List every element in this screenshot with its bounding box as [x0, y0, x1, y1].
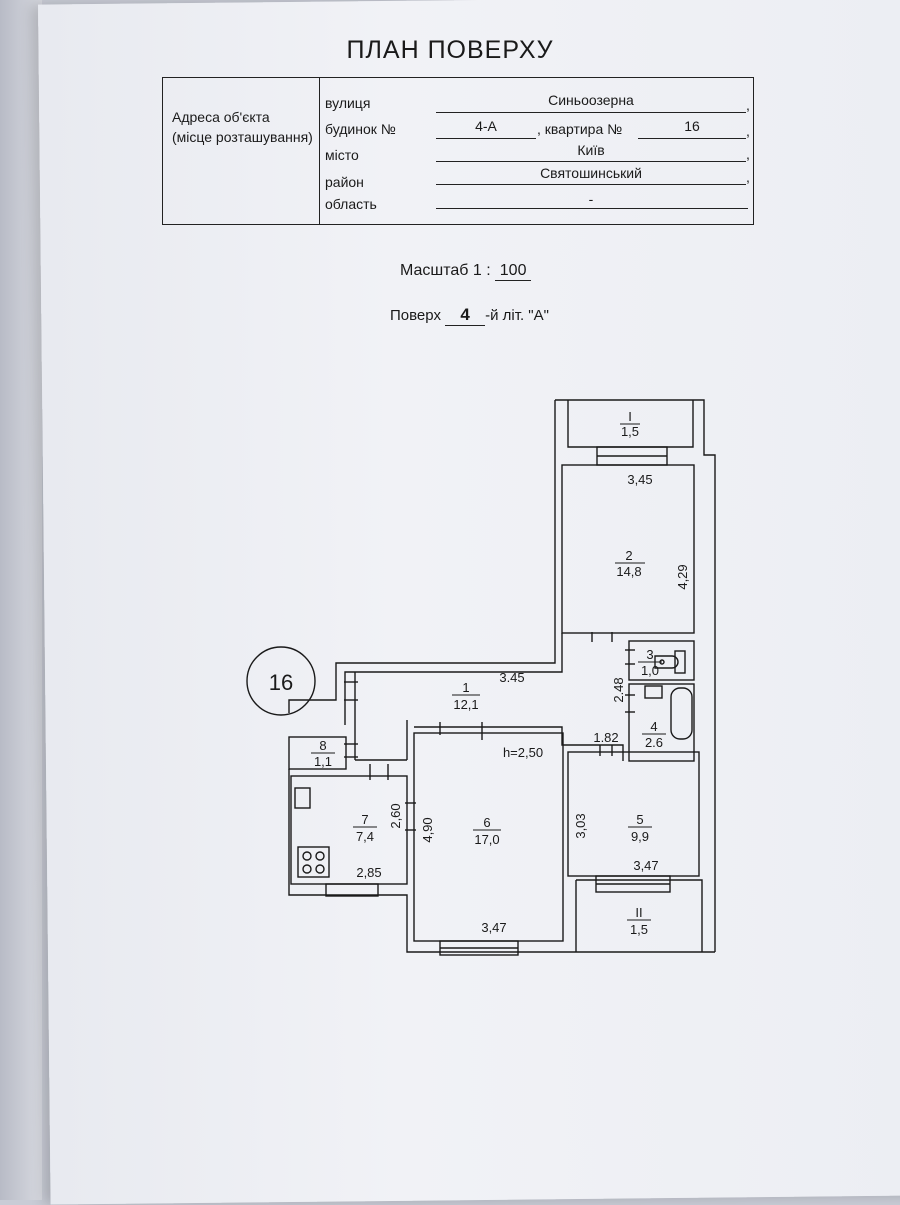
page-title: ПЛАН ПОВЕРХУ	[346, 36, 554, 64]
room-4-area: 2.6	[645, 735, 663, 750]
apartment-number: 16	[269, 670, 293, 695]
district-label: район	[325, 174, 364, 190]
room-2-area: 14,8	[616, 564, 641, 579]
dim-room6-width: 3,47	[481, 920, 506, 935]
street-label: вулиця	[325, 95, 371, 111]
room-8-num: 8	[319, 738, 326, 753]
scale-line: Масштаб 1 : 100	[400, 262, 532, 281]
room-II-num: II	[635, 905, 642, 920]
room-8-area: 1,1	[314, 754, 332, 769]
address-table	[162, 77, 754, 225]
dim-corridor: 1.82	[593, 730, 618, 745]
building-value: 4-А	[475, 118, 497, 134]
room-5-num: 5	[636, 812, 643, 827]
wall-room-8	[288, 736, 347, 770]
city-label: місто	[325, 147, 359, 163]
room-6-num: 6	[483, 815, 490, 830]
scale-value: 100	[495, 262, 532, 281]
room-3-num: 3	[646, 647, 653, 662]
toilet-icon	[654, 655, 679, 669]
room-I-num: I	[628, 409, 632, 424]
room-7-num: 7	[361, 812, 368, 827]
dim-room7-height: 2,60	[388, 803, 403, 828]
room-1-num: 1	[462, 680, 469, 695]
room-1-area: 12,1	[453, 697, 478, 712]
wall-room-3	[628, 640, 695, 681]
apartment-label: , квартира №	[537, 121, 623, 137]
floor-value: 4	[445, 305, 486, 326]
sink-kitchen-icon	[294, 787, 311, 809]
wall-room-7	[290, 775, 408, 885]
region-value: -	[588, 191, 594, 207]
district-value: Святошинський	[540, 165, 642, 181]
wall-room-4	[628, 683, 695, 762]
dim-room1-height: 2.48	[611, 677, 626, 702]
room-6-area: 17,0	[474, 832, 499, 847]
dim-room6-height: 4,90	[420, 817, 435, 842]
room-5-area: 9,9	[631, 829, 649, 844]
dim-room7-width: 2,85	[356, 865, 381, 880]
bathtub-icon	[670, 687, 693, 740]
room-II-area: 1,5	[630, 922, 648, 937]
apartment-value: 16	[684, 118, 700, 134]
page-edge	[0, 0, 42, 1200]
dim-room1-width: 3.45	[499, 670, 524, 685]
wall-outer	[555, 399, 716, 952]
room-3-area: 1,0	[641, 663, 659, 678]
address-label: Адреса об'єкта (місце розташування)	[172, 109, 313, 145]
apartment-number-circle	[246, 646, 316, 716]
sink-icon	[644, 685, 663, 699]
street-value: Синьоозерна	[548, 92, 634, 108]
dim-room5-height: 3,03	[573, 813, 588, 838]
stove-icon	[297, 846, 330, 878]
ceiling-height: h=2,50	[503, 745, 543, 760]
room-2-num: 2	[625, 548, 632, 563]
dim-room2-height: 4,29	[675, 564, 690, 589]
region-label: область	[325, 196, 377, 212]
room-7-area: 7,4	[356, 829, 374, 844]
floor-line: Поверх 4-й літ. "А"	[390, 305, 549, 326]
dim-room5-width: 3,47	[633, 858, 658, 873]
building-label: будинок №	[325, 121, 396, 137]
dim-room2-width: 3,45	[627, 472, 652, 487]
room-I-area: 1,5	[621, 424, 639, 439]
city-value: Київ	[577, 142, 605, 158]
room-4-num: 4	[650, 719, 657, 734]
wall-balcony-II	[575, 879, 703, 952]
